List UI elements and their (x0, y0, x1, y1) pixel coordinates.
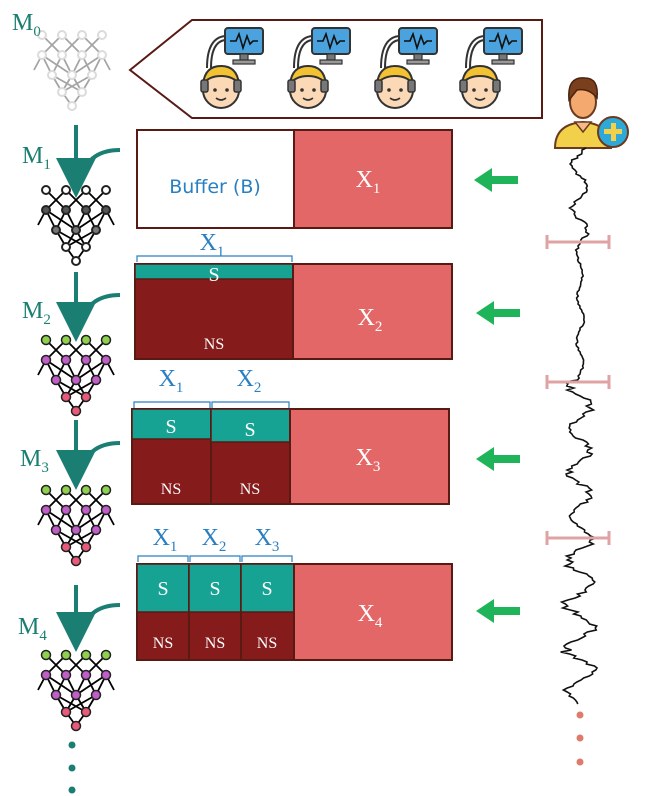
svg-text:X1: X1 (356, 167, 381, 197)
svg-text:Buffer (B): Buffer (B) (169, 176, 261, 198)
selected-label: S (244, 419, 255, 441)
selected-label: S (157, 578, 168, 600)
stage-3-buffer-block: S S NS NS (131, 408, 291, 505)
stage-2-bracket: X1 (136, 230, 293, 262)
incoming-data-arrow (476, 447, 520, 471)
neural-network-icon (37, 484, 115, 567)
stage-3-brackets: X1 X2 (133, 366, 290, 408)
model-label-m0: M0 (12, 10, 41, 40)
stage-4-brackets: X1 X2 X3 (137, 525, 293, 562)
update-arrow-4 (56, 585, 121, 652)
stage-3-data-block: X3 (289, 408, 450, 505)
stage-1-data-block: X1 (293, 129, 453, 229)
selected-label: S (208, 264, 219, 286)
non-selected-label: NS (257, 635, 277, 652)
non-selected-label: NS (153, 635, 173, 652)
svg-text:X3: X3 (356, 445, 381, 475)
selected-label: S (165, 416, 176, 438)
svg-text:X1: X1 (200, 230, 225, 260)
neural-network-icon (37, 185, 115, 266)
update-arrow-2 (56, 272, 121, 342)
update-arrow-3 (56, 420, 121, 490)
model-label-m4: M4 (18, 614, 47, 644)
svg-text:X1: X1 (159, 366, 184, 396)
annotator-with-monitor-icon (287, 27, 351, 109)
model-label-m1: M1 (22, 143, 51, 173)
continuation-dots-left (68, 741, 76, 794)
stage-4-data-block: X4 (293, 563, 453, 661)
neural-network-icon (37, 334, 115, 417)
add-user-icon (553, 77, 629, 149)
stage-2-data-block: X2 (292, 263, 453, 360)
incoming-data-arrow (476, 599, 520, 623)
svg-text:X1: X1 (153, 525, 178, 555)
svg-text:X3: X3 (255, 525, 280, 555)
continuation-dots-right (576, 711, 584, 766)
non-selected-label: NS (161, 481, 181, 498)
svg-text:M1: M1 (22, 143, 51, 173)
annotator-with-monitor-icon (200, 27, 264, 109)
incoming-data-arrow (474, 168, 518, 192)
non-selected-label: NS (205, 635, 225, 652)
svg-text:X4: X4 (358, 601, 383, 631)
annotator-with-monitor-icon (459, 27, 523, 109)
incoming-data-arrow (476, 301, 520, 325)
svg-text:X2: X2 (237, 366, 262, 396)
annotator-with-monitor-icon (374, 27, 438, 109)
selected-label: S (261, 578, 272, 600)
selected-label: S (209, 578, 220, 600)
model-label-m3: M3 (20, 446, 49, 476)
stage-4-buffer-block: S S S NS NS NS (136, 563, 295, 661)
stage-2-buffer-block: S NS (134, 263, 294, 360)
eeg-signal-icon (545, 147, 611, 705)
stage-1-buffer-block: Buffer (B) (136, 129, 295, 229)
neural-network-icon (37, 649, 115, 732)
svg-text:X2: X2 (202, 525, 227, 555)
non-selected-label: NS (204, 336, 224, 353)
update-arrow-1 (56, 125, 121, 198)
neural-network-icon (33, 30, 111, 111)
model-label-m2: M2 (22, 298, 51, 328)
svg-text:M4: M4 (18, 614, 47, 644)
svg-text:X2: X2 (358, 305, 383, 335)
non-selected-label: NS (240, 481, 260, 498)
svg-text:M3: M3 (20, 446, 49, 476)
svg-text:M0: M0 (12, 10, 41, 40)
svg-text:M2: M2 (22, 298, 51, 328)
